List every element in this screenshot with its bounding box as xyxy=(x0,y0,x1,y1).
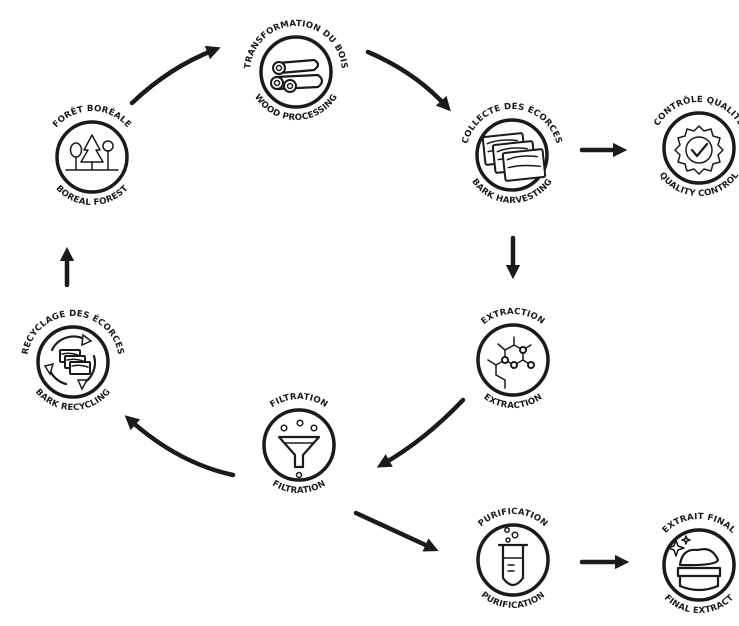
edge-wood-processing-to-bark-harvesting xyxy=(365,49,451,112)
node-final-extract: EXTRAIT FINAL FINAL EXTRACT xyxy=(661,512,738,616)
node-extraction: EXTRACTION EXTRACTION xyxy=(476,307,550,411)
node-bark-harvesting: COLLECTE DES ÉCORCES BARK HARVESTING xyxy=(461,102,564,206)
edge-filtration-to-bark-recycling xyxy=(124,415,236,478)
molecule-icon xyxy=(487,336,535,389)
edge-extraction-to-filtration xyxy=(376,397,466,468)
node-quality-control: CONTRÔLE QUALITÉ QUALITY CONTROL xyxy=(652,94,739,199)
node-boreal-forest: FORÊT BORÉALE BOREAL FOREST xyxy=(51,104,133,208)
node-wood-processing: TRANSFORMATION DU BOIS WOOD PROCESSING xyxy=(243,19,349,123)
edge-filtration-to-purification xyxy=(353,510,439,552)
test-tube-icon xyxy=(497,527,529,587)
node-purification: PURIFICATION PURIFICATION xyxy=(476,507,550,611)
quality-badge-icon xyxy=(674,125,724,175)
logs-icon xyxy=(270,58,324,93)
funnel-icon xyxy=(277,419,321,479)
edge-boreal-forest-to-wood-processing xyxy=(129,45,221,106)
node-bark-recycling: RECYCLAGE DES ÉCORCES BARK RECYCLING xyxy=(21,309,126,413)
cream-jar-icon xyxy=(667,535,722,592)
recycle-bark-icon xyxy=(43,333,97,391)
node-filtration-label-fr: FILTRATION xyxy=(268,392,329,410)
node-filtration: FILTRATION FILTRATION xyxy=(262,392,336,496)
bark-pieces-icon xyxy=(481,132,547,182)
trees-icon xyxy=(65,134,119,171)
